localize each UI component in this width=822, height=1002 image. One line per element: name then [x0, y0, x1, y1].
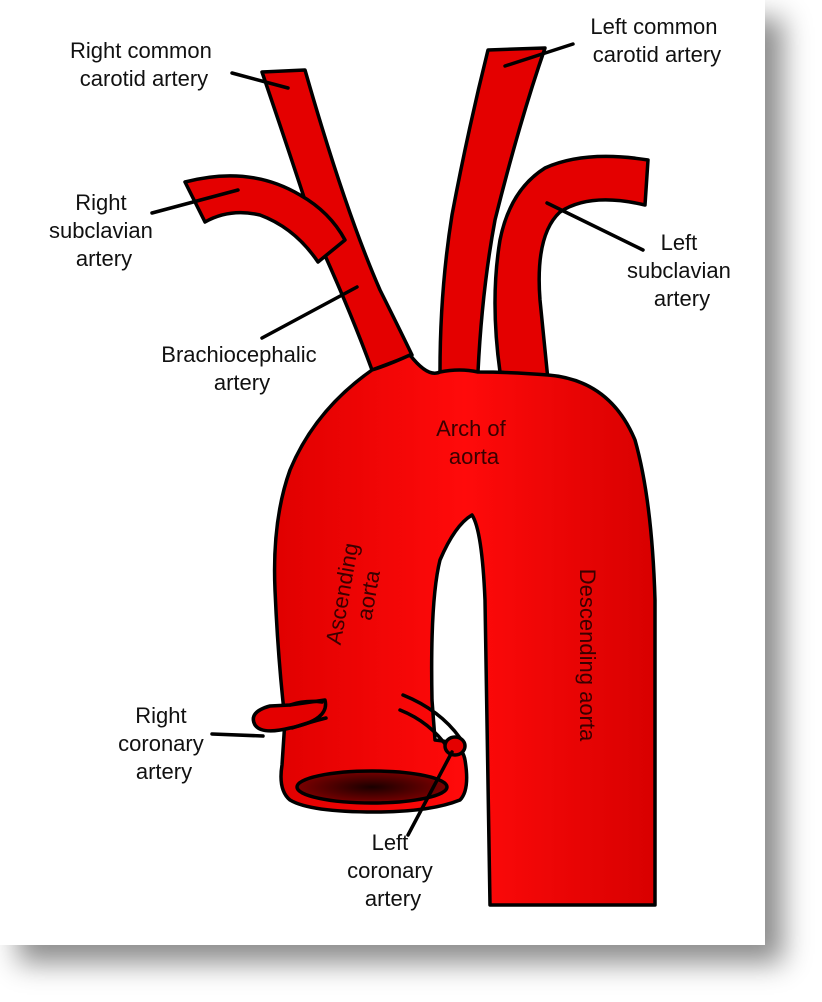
- aorta-main: [272, 353, 657, 907]
- left-coronary-tip: [443, 735, 467, 757]
- label-left-common-carotid: Left common carotid artery: [590, 14, 723, 67]
- label-left-coronary: Left coronary artery: [347, 830, 439, 911]
- label-arch-of-aorta: Arch of aorta: [436, 416, 512, 469]
- leader-right-subclavian: [150, 188, 240, 215]
- leader-brachiocephalic: [260, 285, 359, 340]
- left-subclavian-artery: [493, 154, 650, 382]
- leader-left-subclavian: [545, 201, 645, 252]
- coronary-ostium-line-right-2: [290, 716, 328, 730]
- label-descending-aorta: Descending aorta: [575, 569, 600, 742]
- label-right-common-carotid: Right common carotid artery: [70, 38, 218, 91]
- label-right-subclavian: Right subclavian artery: [49, 190, 159, 271]
- left-coronary-artery: [401, 693, 462, 740]
- coronary-ostium-line-right: [288, 699, 324, 707]
- label-brachiocephalic: Brachiocephalic artery: [161, 342, 322, 395]
- aortic-root-lumen: [295, 769, 449, 805]
- leader-left-common-carotid: [503, 42, 575, 68]
- leader-right-common-carotid: [230, 71, 290, 90]
- leader-right-coronary: [210, 732, 265, 738]
- right-coronary-artery: [251, 698, 328, 733]
- label-right-coronary: Right coronary artery: [118, 703, 210, 784]
- label-left-subclavian: Left subclavian artery: [627, 230, 737, 311]
- right-subclavian-artery: [183, 174, 347, 264]
- leader-left-coronary: [406, 750, 454, 837]
